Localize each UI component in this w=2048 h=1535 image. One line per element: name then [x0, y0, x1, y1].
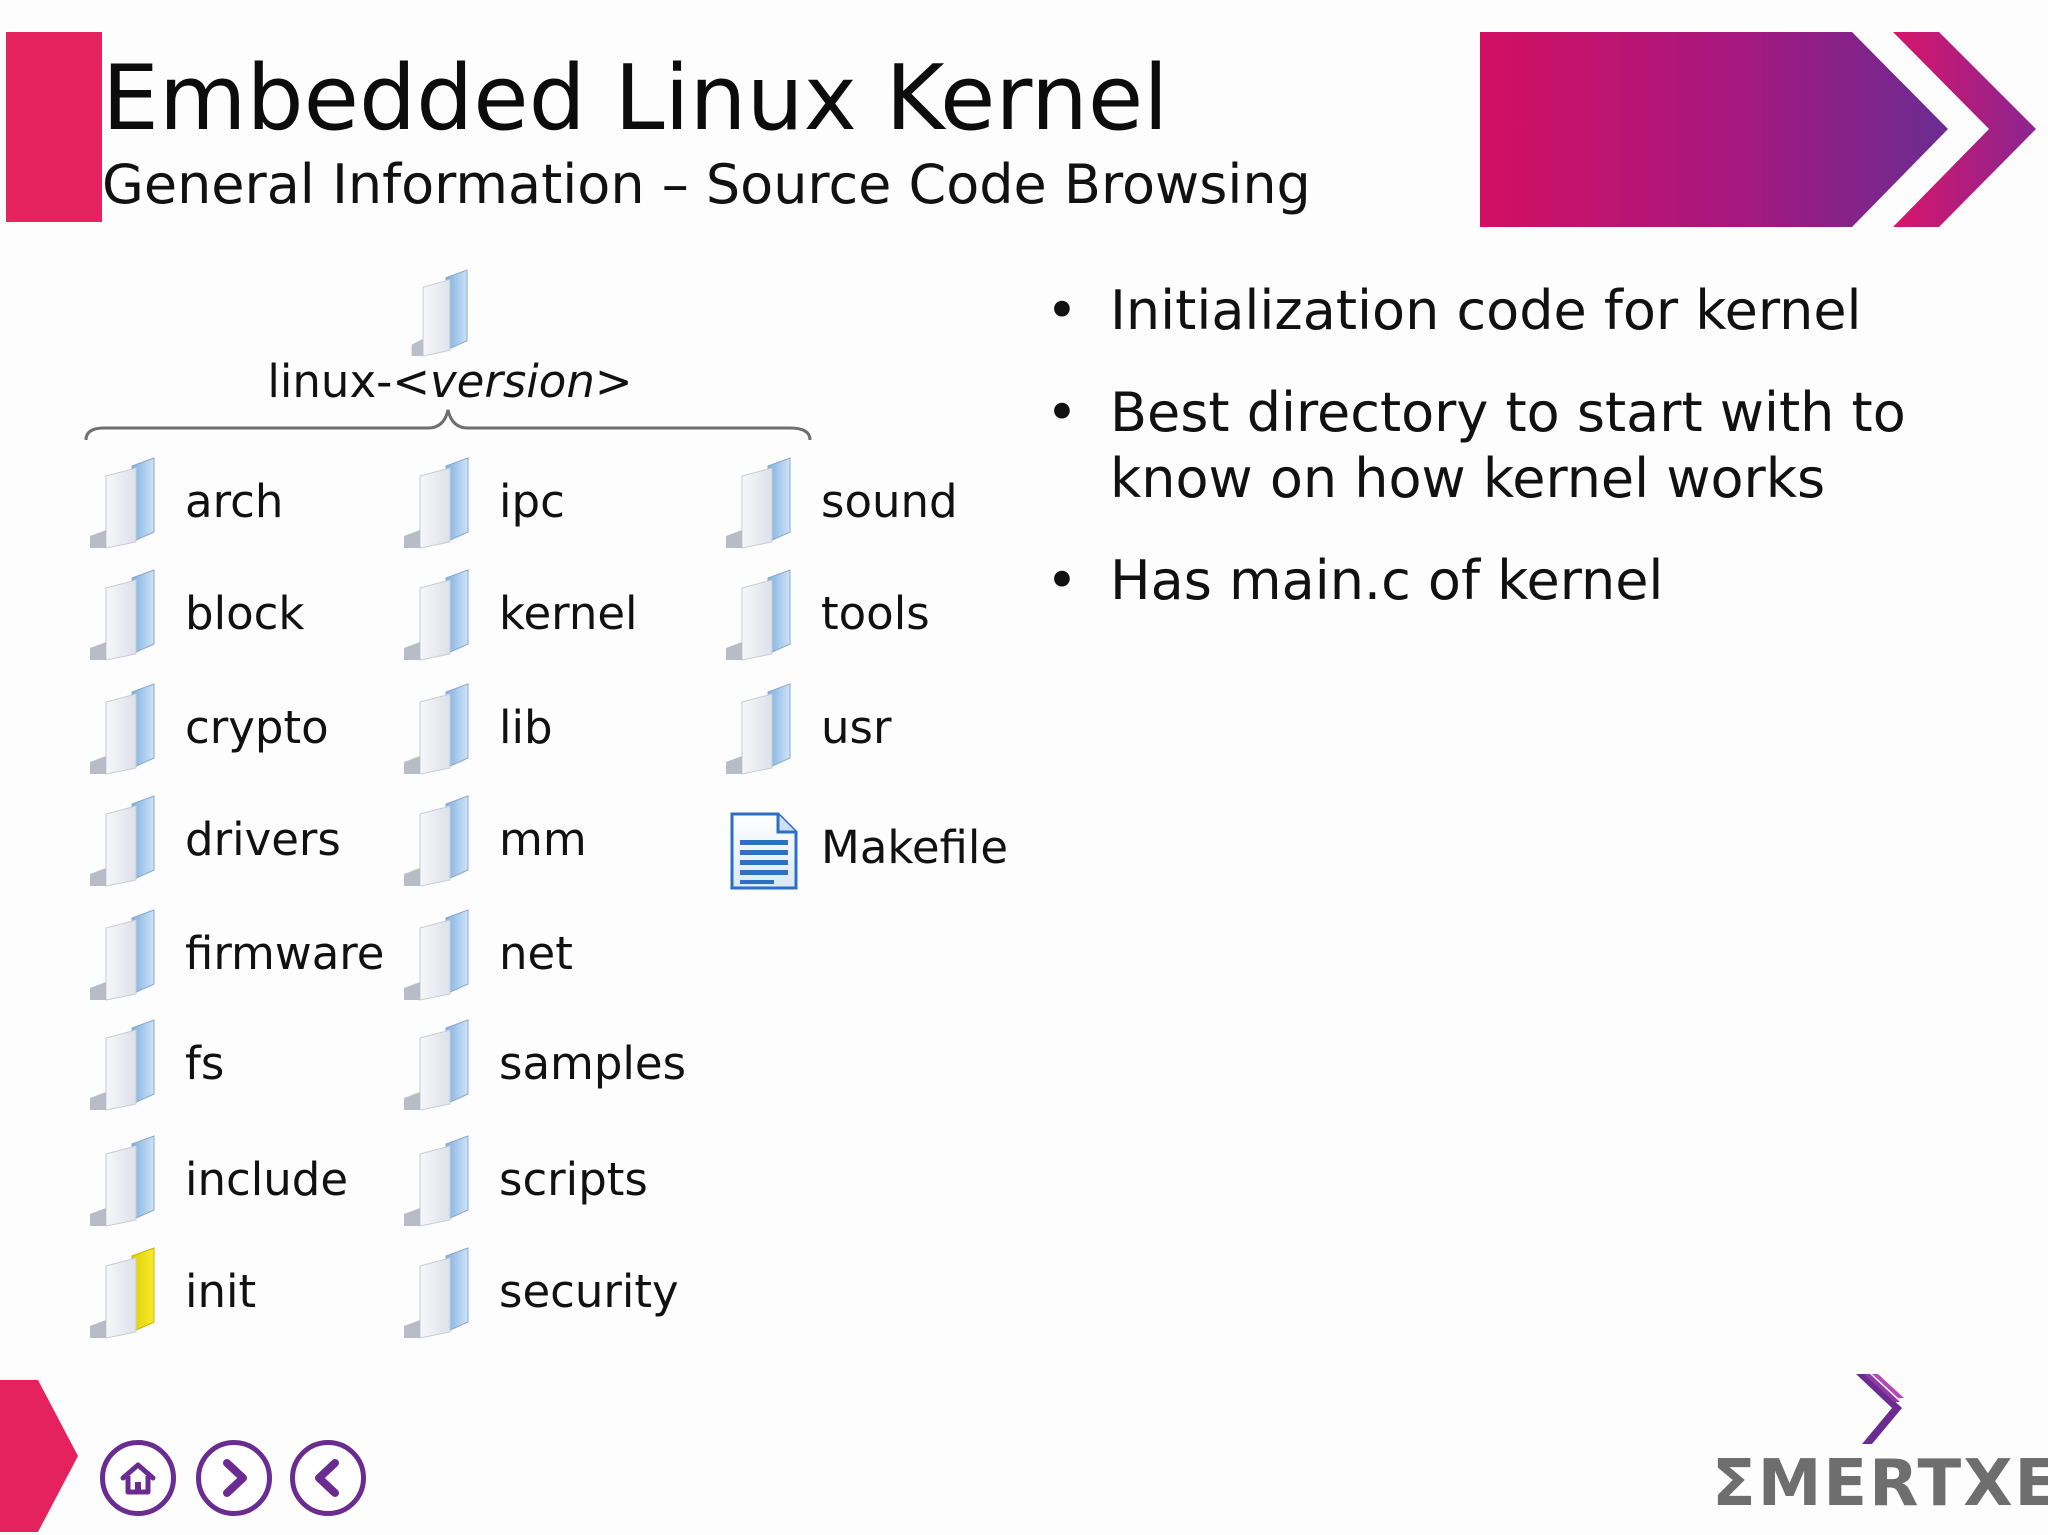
previous-slide-button[interactable]: [290, 1440, 366, 1516]
folder-entry[interactable]: ipc: [398, 454, 565, 550]
folder-icon: [398, 792, 488, 888]
home-button[interactable]: [100, 1440, 176, 1516]
folder-entry[interactable]: usr: [720, 680, 891, 776]
bullet-list: •Initialization code for kernel •Best di…: [1030, 278, 2030, 650]
folder-entry[interactable]: block: [84, 566, 304, 662]
folder-icon: [398, 1132, 488, 1228]
folder-icon: [398, 1016, 488, 1112]
next-slide-button[interactable]: [196, 1440, 272, 1516]
folder-entry[interactable]: fs: [84, 1016, 224, 1112]
folder-icon: [720, 680, 810, 776]
folder-icon: [398, 906, 488, 1002]
folder-icon: [84, 1244, 174, 1340]
folder-entry[interactable]: crypto: [84, 680, 329, 776]
folder-name: block: [185, 587, 305, 640]
folder-entry[interactable]: security: [398, 1244, 679, 1340]
folder-name: firmware: [185, 927, 385, 980]
folder-name: crypto: [185, 701, 329, 754]
bullet-item: •Has main.c of kernel: [1046, 549, 1664, 612]
folder-name: fs: [185, 1037, 225, 1090]
root-folder-icon[interactable]: [404, 268, 490, 360]
folder-icon: [84, 1132, 174, 1228]
folder-name: init: [185, 1265, 257, 1318]
folder-name: kernel: [499, 587, 638, 640]
folder-icon: [84, 454, 174, 550]
tree-brace: [84, 409, 812, 441]
folder-icon: [398, 680, 488, 776]
slide-title: Embedded Linux Kernel: [102, 46, 1169, 151]
folder-name: arch: [185, 475, 284, 528]
folder-name: lib: [499, 701, 553, 754]
folder-icon: [84, 906, 174, 1002]
folder-name: sound: [821, 475, 958, 528]
folder-icon: [398, 566, 488, 662]
title-accent-bar: [6, 32, 102, 222]
folder-icon: [84, 1016, 174, 1112]
footer-arrow-accent: [0, 1380, 78, 1532]
folder-name: scripts: [499, 1153, 648, 1206]
root-directory-label: linux-<version>: [267, 355, 633, 408]
folder-entry[interactable]: drivers: [84, 792, 341, 888]
folder-icon: [84, 680, 174, 776]
folder-entry[interactable]: arch: [84, 454, 283, 550]
folder-name: include: [185, 1153, 349, 1206]
document-icon: [720, 800, 810, 896]
folder-entry[interactable]: sound: [720, 454, 958, 550]
folder-icon: [84, 566, 174, 662]
folder-icon: [398, 454, 488, 550]
folder-name: drivers: [185, 813, 341, 866]
slide-subtitle: General Information – Source Code Browsi…: [102, 153, 1311, 216]
bullet-dot: •: [1046, 381, 1078, 444]
folder-entry[interactable]: kernel: [398, 566, 638, 662]
bullet-dot: •: [1046, 549, 1078, 612]
folder-entry[interactable]: firmware: [84, 906, 384, 1002]
bullet-item: •Initialization code for kernel: [1046, 279, 1862, 342]
folder-name: ipc: [499, 475, 565, 528]
folder-name: net: [499, 927, 573, 980]
folder-name: usr: [821, 701, 892, 754]
folder-icon: [720, 454, 810, 550]
folder-entry[interactable]: init: [84, 1244, 256, 1340]
folder-name: mm: [499, 813, 587, 866]
folder-entry[interactable]: scripts: [398, 1132, 648, 1228]
logo-arrow-icon: [1856, 1374, 1904, 1444]
bullet-item: •Best directory to start with to know on…: [1046, 381, 1906, 510]
folder-entry[interactable]: net: [398, 906, 573, 1002]
folder-name: security: [499, 1265, 679, 1318]
logo-wordmark: ƩMERTXE: [1712, 1447, 2048, 1521]
file-entry[interactable]: Makefile: [720, 800, 1008, 896]
folder-icon: [84, 792, 174, 888]
emertxe-logo: ƩMERTXE: [1712, 1372, 2048, 1520]
chevron-left-icon: [315, 1459, 339, 1497]
folder-name: tools: [821, 587, 930, 640]
file-name: Makefile: [821, 821, 1009, 874]
folder-entry[interactable]: mm: [398, 792, 587, 888]
folder-entry[interactable]: samples: [398, 1016, 686, 1112]
folder-icon: [398, 1244, 488, 1340]
header-chevron-banner: [1480, 32, 2036, 227]
folder-entry[interactable]: include: [84, 1132, 348, 1228]
chevron-right-icon: [223, 1459, 247, 1497]
folder-entry[interactable]: tools: [720, 566, 930, 662]
folder-entry[interactable]: lib: [398, 680, 553, 776]
bullet-dot: •: [1046, 279, 1078, 342]
folder-name: samples: [499, 1037, 687, 1090]
folder-icon: [720, 566, 810, 662]
home-icon: [120, 1462, 156, 1495]
